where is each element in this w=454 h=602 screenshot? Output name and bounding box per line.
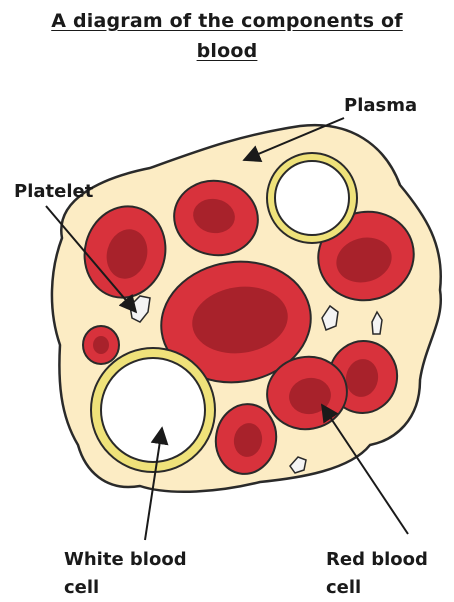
white-blood-cell-label-line2: cell — [64, 574, 99, 602]
white-blood-cell-label: White blood — [64, 546, 187, 574]
platelet-label: Platelet — [14, 178, 93, 206]
red-blood-cell-label: Red blood — [326, 546, 428, 574]
white-blood-cell — [267, 153, 357, 243]
red-blood-cell-label-line2: cell — [326, 574, 361, 602]
white-blood-cell — [91, 348, 215, 472]
plasma-label: Plasma — [344, 92, 417, 120]
red-blood-cell-small — [83, 326, 119, 364]
